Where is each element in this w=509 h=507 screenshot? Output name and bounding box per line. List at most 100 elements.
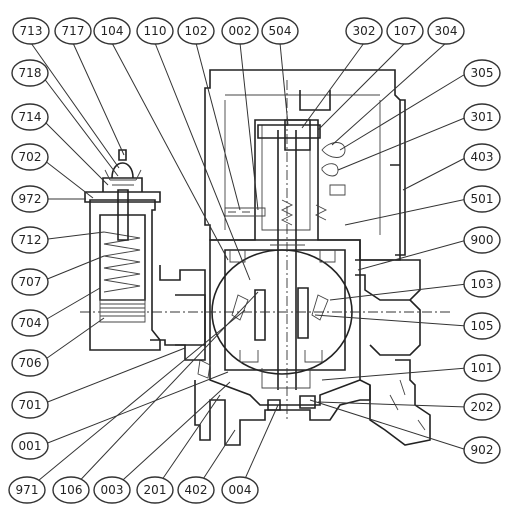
callout-201: 201 [136,476,174,504]
callout-bubble [8,476,46,504]
callout-707: 707 [11,268,49,296]
callout-bubble [463,226,501,254]
callout-bubble [54,17,92,45]
callout-106: 106 [52,476,90,504]
callout-972: 972 [11,185,49,213]
callout-bubble [345,17,383,45]
callout-label: 002 [229,24,252,38]
callout-label: 001 [19,439,42,453]
callout-label: 110 [144,24,167,38]
callout-104: 104 [93,17,131,45]
callout-902: 902 [463,436,501,464]
callout-bubble [463,436,501,464]
callout-label: 714 [19,110,42,124]
callout-label: 712 [19,233,42,247]
callout-label: 706 [19,356,42,370]
callout-label: 104 [101,24,124,38]
callout-bubble [463,312,501,340]
callout-bubble [177,476,215,504]
callout-706: 706 [11,349,49,377]
callout-bubble [11,349,49,377]
callout-305: 305 [463,59,501,87]
callout-501: 501 [463,185,501,213]
callout-717: 717 [54,17,92,45]
callout-label: 707 [19,275,42,289]
callout-bubble [177,17,215,45]
callout-718: 718 [11,59,49,87]
callout-403: 403 [463,143,501,171]
callout-label: 304 [435,24,458,38]
callout-001: 001 [11,432,49,460]
callout-003: 003 [93,476,131,504]
callout-004: 004 [221,476,259,504]
callout-102: 102 [177,17,215,45]
callout-bubble [93,476,131,504]
callout-label: 102 [185,24,208,38]
callout-103: 103 [463,270,501,298]
callout-label: 202 [471,400,494,414]
callout-301: 301 [463,103,501,131]
callout-label: 105 [471,319,494,333]
callout-504: 504 [261,17,299,45]
callout-bubbles: 713 717 104 110 102 002 504 302 107 304 718 714 702 9… [8,17,501,504]
callout-label: 900 [471,233,494,247]
callout-label: 902 [471,443,494,457]
callout-label: 713 [20,24,43,38]
callout-bubble [261,17,299,45]
callout-label: 003 [101,483,124,497]
callout-712: 712 [11,226,49,254]
callout-label: 305 [471,66,494,80]
callout-bubble [93,17,131,45]
callout-105: 105 [463,312,501,340]
callout-bubble [463,59,501,87]
callout-bubble [11,309,49,337]
callout-bubble [11,143,49,171]
callout-label: 103 [471,277,494,291]
callout-900: 900 [463,226,501,254]
callout-bubble [11,226,49,254]
callout-label: 701 [19,398,42,412]
callout-713: 713 [12,17,50,45]
callout-402: 402 [177,476,215,504]
callout-label: 403 [471,150,494,164]
callout-label: 101 [471,361,494,375]
callout-label: 504 [269,24,292,38]
callout-110: 110 [136,17,174,45]
callout-label: 004 [229,483,252,497]
leader-lines [26,42,468,491]
pump-drawing [80,69,450,446]
callout-bubble [386,17,424,45]
callout-label: 201 [144,483,167,497]
callout-bubble [12,17,50,45]
callout-702: 702 [11,143,49,171]
callout-202: 202 [463,393,501,421]
callout-bubble [463,354,501,382]
callout-971: 971 [8,476,46,504]
callout-bubble [11,391,49,419]
callout-bubble [136,17,174,45]
callout-701: 701 [11,391,49,419]
callout-101: 101 [463,354,501,382]
callout-bubble [463,103,501,131]
callout-bubble [52,476,90,504]
callout-label: 501 [471,192,494,206]
callout-label: 402 [185,483,208,497]
callout-label: 301 [471,110,494,124]
callout-label: 107 [394,24,417,38]
callout-302: 302 [345,17,383,45]
callout-bubble [221,17,259,45]
callout-bubble [11,268,49,296]
callout-label: 972 [19,192,42,206]
callout-label: 702 [19,150,42,164]
callout-label: 106 [60,483,83,497]
callout-bubble [463,393,501,421]
callout-label: 302 [353,24,376,38]
callout-bubble [463,270,501,298]
callout-bubble [221,476,259,504]
callout-304: 304 [427,17,465,45]
callout-label: 717 [62,24,85,38]
callout-bubble [463,143,501,171]
callout-bubble [427,17,465,45]
